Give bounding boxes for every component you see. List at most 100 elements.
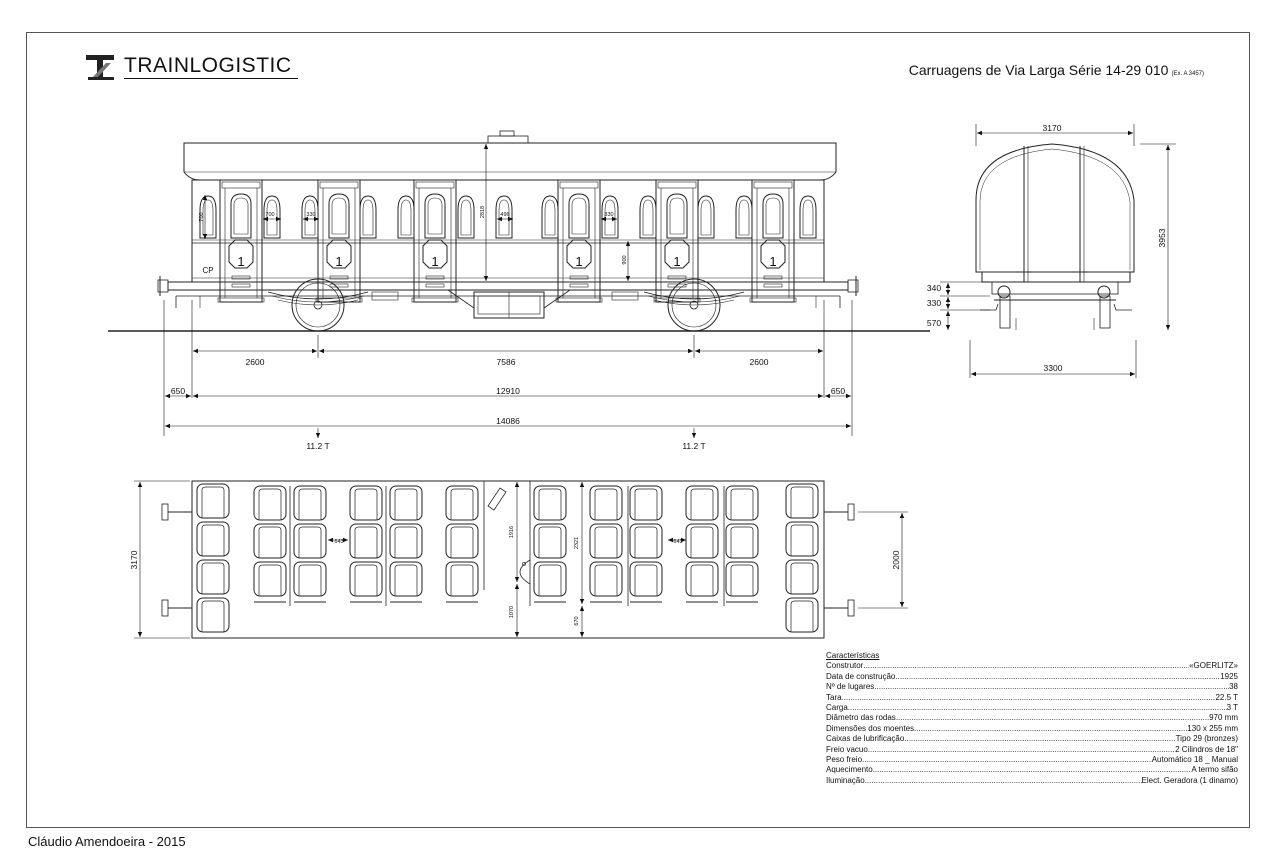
compartment-number: 1 (575, 254, 582, 269)
spec-value: A termo sifão (1191, 765, 1238, 775)
spec-label: Carga (826, 703, 848, 713)
spec-leader-dots (863, 661, 1189, 671)
dim-pillar: 330 (306, 212, 315, 218)
dim-window-width: 700 (265, 212, 274, 218)
dim-seat-pitch-left: 643 (334, 539, 343, 545)
dim-overhang-right: 2600 (750, 357, 769, 367)
dim-end-width-top: 3170 (1043, 123, 1062, 133)
side-view-dimensions (163, 144, 853, 438)
dim-window-height: 700 (199, 212, 205, 221)
dim-plan-width: 3170 (129, 550, 139, 569)
dim-buffer-left: 650 (171, 386, 185, 396)
dim-end-h2: 330 (927, 298, 941, 308)
spec-label: Freio vacuo (826, 744, 868, 754)
end-view (975, 143, 1135, 330)
spec-label: Aquecimento (826, 765, 873, 775)
spec-value: 1925 (1220, 671, 1238, 681)
spec-label: Iluminação (826, 775, 865, 785)
title-text: Carruagens de Via Larga Série 14-29 010 (908, 62, 1169, 78)
plan-view (161, 480, 855, 639)
spec-label: Diâmetro das rodas (826, 713, 896, 723)
spec-leader-dots (868, 745, 1175, 755)
dim-corridor-2: 1070 (509, 606, 515, 618)
axle-load-right: 11.2 T (682, 441, 705, 451)
drawing-frame (26, 32, 1250, 828)
spec-row: Iluminação Elect. Geradora (1 dinamo) (826, 776, 1238, 786)
dim-buffer-right: 650 (831, 386, 845, 396)
spec-value: Tipo 29 (bronzes) (1175, 734, 1238, 744)
dim-end-width-bottom: 3300 (1044, 363, 1063, 373)
drawing-title: Carruagens de Via Larga Série 14-29 010(… (909, 62, 1204, 78)
specifications-table: Características Construtor«GOERLITZ»Data… (826, 651, 1238, 786)
spec-row: Dimensões dos moentes 130 x 255 mm (826, 724, 1238, 734)
brand-name: TRAINLOGISTIC (124, 54, 298, 79)
spec-label: Data de construção (826, 671, 896, 681)
spec-leader-dots (865, 776, 1142, 786)
spec-label: Construtor (826, 661, 864, 671)
trainlogistic-logo-icon (86, 55, 114, 80)
compartment-number: 1 (335, 254, 342, 269)
spec-row: Nº de lugares 38 (826, 682, 1238, 692)
spec-row: Peso freio Automático 18 _ Manual (826, 755, 1238, 765)
compartment-number: 1 (769, 254, 776, 269)
spec-row: Freio vacuo 2 Cilindros de 18" (826, 745, 1238, 755)
dim-end-height: 3953 (1157, 228, 1167, 247)
dim-buffer-spacing: 2000 (891, 550, 901, 569)
axle-load-left: 11.2 T (306, 441, 329, 451)
dim-corridor-4: 670 (574, 616, 580, 625)
dim-end-h3: 570 (927, 318, 941, 328)
dim-corridor-1: 1916 (509, 526, 515, 538)
spec-label: Peso freio (826, 755, 863, 765)
spec-value: 22.5 T (1215, 692, 1238, 702)
spec-leader-dots (848, 703, 1227, 713)
end-view-dimensions (940, 124, 1176, 378)
brand-logo: TRAINLOGISTIC (84, 50, 298, 82)
spec-value: «GOERLITZ» (1189, 661, 1238, 671)
title-note: (Ex. A 3457) (1171, 71, 1204, 77)
dim-pillar-center: 330 (604, 212, 613, 218)
dim-end-h1: 340 (927, 283, 941, 293)
compartment-number: 1 (431, 254, 438, 269)
dim-corridor-3: 2321 (574, 537, 580, 549)
class-marking: CP (202, 266, 213, 275)
compartment-number: 1 (237, 254, 244, 269)
spec-label: Tara (826, 692, 842, 702)
side-view (108, 130, 930, 332)
dim-bogie-centers: 7586 (497, 357, 516, 367)
author-credit: Cláudio Amendoeira - 2015 (28, 834, 186, 849)
dim-seat-pitch-right: 643 (673, 539, 682, 545)
dim-window-width-center: 496 (500, 212, 509, 218)
spec-label: Nº de lugares (826, 682, 875, 692)
spec-value: Automático 18 _ Manual (1151, 755, 1238, 765)
spec-row: Data de construção 1925 (826, 672, 1238, 682)
spec-value: 3 T (1226, 703, 1238, 713)
spec-row: Aquecimento A termo sifão (826, 765, 1238, 775)
spec-leader-dots (842, 693, 1216, 703)
spec-row: Construtor «GOERLITZ» (826, 661, 1238, 671)
spec-value: 130 x 255 mm (1187, 723, 1238, 733)
spec-leader-dots (914, 724, 1187, 734)
spec-row: Tara 22.5 T (826, 693, 1238, 703)
spec-row: Caixas de lubrificaçãoTipo 29 (bronzes) (826, 734, 1238, 744)
spec-label: Dimensões dos moentes (826, 723, 915, 733)
dim-body-height: 2818 (480, 206, 486, 218)
spec-leader-dots (862, 755, 1152, 765)
specs-heading: Características (826, 651, 880, 660)
spec-row: Diâmetro das rodas 970 mm (826, 713, 1238, 723)
spec-value: 38 (1229, 682, 1238, 692)
spec-value: Elect. Geradora (1 dinamo) (1141, 775, 1239, 785)
spec-leader-dots (895, 672, 1220, 682)
spec-leader-dots (874, 682, 1229, 692)
spec-value: 2 Cilindros de 18" (1175, 744, 1238, 754)
compartment-number: 1 (673, 254, 680, 269)
dim-total-length: 14086 (496, 416, 520, 426)
spec-value: 970 mm (1209, 713, 1238, 723)
dim-body-length: 12910 (496, 386, 520, 396)
dim-overhang-left: 2600 (246, 357, 265, 367)
spec-leader-dots (873, 765, 1192, 775)
spec-leader-dots (904, 734, 1175, 744)
dim-step-height: 900 (622, 255, 628, 264)
spec-leader-dots (896, 713, 1209, 723)
spec-row: Carga 3 T (826, 703, 1238, 713)
